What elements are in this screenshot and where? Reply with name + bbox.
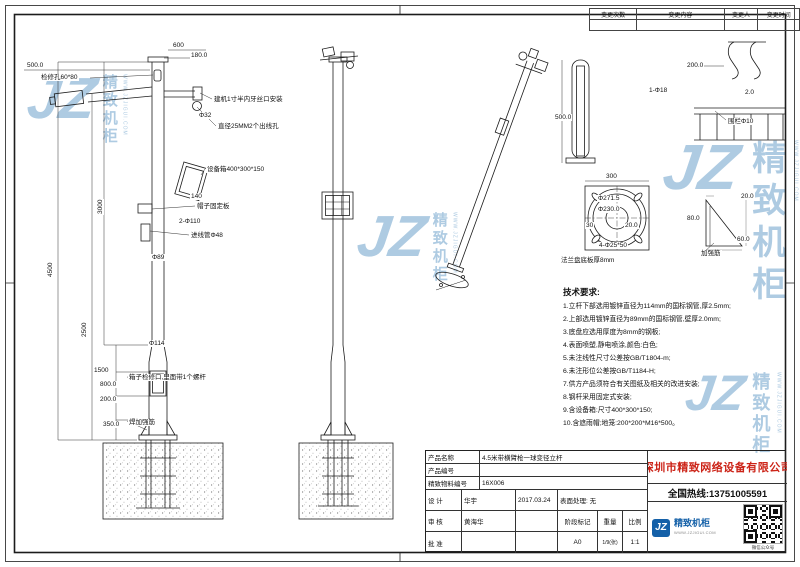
- approver-date: [516, 532, 558, 553]
- tech-requirement-item: 10.含遮雨帽;地笼:200*200*M16*500。: [563, 420, 679, 427]
- revision-col-person: 变更人: [723, 8, 759, 20]
- watermark-brand-text: 精致机柜: [746, 140, 785, 308]
- watermark-brand-text: 精致机柜: [430, 212, 448, 284]
- brand-jz-icon: JZ: [652, 518, 670, 537]
- fence-detail: [694, 107, 786, 141]
- revision-empty-row: [588, 19, 800, 31]
- product-name-value: 4.5米带横臂枪一球变径立杆: [480, 451, 648, 464]
- tech-requirements-list: 1.立杆下部选用镀锌直径为114mm的国标钢管,厚2.5mm; 2.上部选用镀锌直…: [563, 300, 793, 430]
- reviewer-label: 审 核: [426, 511, 462, 532]
- hook-detail: [727, 41, 766, 80]
- revision-header-row: 变更次数 变更内容 变更人 变更时间: [588, 8, 800, 20]
- tech-requirement-item: 8.钢杆采用固定式安装;: [563, 394, 632, 401]
- rail-detail: [561, 59, 596, 164]
- flange-detail: [584, 180, 650, 251]
- scale-value: 1:1: [623, 532, 648, 553]
- approver-name: [462, 532, 516, 553]
- tech-requirements-title: 技术要求:: [563, 287, 600, 297]
- hotline: 全国热线:13751005591: [648, 484, 787, 502]
- watermark-url-text: WWW.JZJIGUI.COM: [792, 140, 799, 202]
- designer-date: 2017.03.24: [516, 490, 558, 511]
- rib-detail: [705, 195, 747, 251]
- weight-label: 重量: [598, 511, 623, 532]
- watermark-url-text: WWW.JZJIGUI.COM: [121, 74, 128, 136]
- tech-requirement-item: 9.含设备箱:尺寸400*300*150;: [563, 407, 653, 414]
- company-name: 深圳市精致网络设备有限公司: [648, 451, 787, 484]
- stage-mark-label: 阶段标记: [558, 511, 598, 532]
- tech-requirement-item: 3.底盘应选用厚度为8mm的钢板;: [563, 329, 661, 336]
- reviewer-date: [516, 511, 558, 532]
- approver-label: 批 准: [426, 532, 462, 553]
- material-code-label: 精致物料编号: [426, 477, 480, 490]
- watermark-url-text: WWW.JZJIGUI.COM: [451, 212, 458, 274]
- revision-col-count: 变更次数: [588, 8, 638, 20]
- tech-requirement-item: 1.立杆下部选用镀锌直径为114mm的国标钢管,厚2.5mm;: [563, 303, 731, 310]
- surface-treatment: 表面处理: 无: [558, 490, 648, 511]
- qr-caption: 微信公众号: [751, 545, 775, 550]
- tilted-base-detail: [435, 271, 469, 291]
- watermark-logo: JZ 精致机柜 WWW.JZJIGUI.COM: [659, 131, 799, 308]
- revision-col-content: 变更内容: [636, 8, 725, 20]
- revision-col-time: 变更时间: [757, 8, 800, 20]
- brand-area: JZ 精致机柜 WWW.JZJIGUI.COM 微信公众号: [648, 502, 787, 553]
- qr-code: [743, 504, 783, 544]
- brand-url: WWW.JZJIGUI.COM: [674, 529, 716, 535]
- product-name-label: 产品名称: [426, 451, 480, 464]
- tech-requirements: 技术要求: 1.立杆下部选用镀锌直径为114mm的国标钢管,厚2.5mm; 2.上…: [563, 286, 793, 430]
- tech-requirement-item: 5.未注线性尺寸公差按GB/T1804-m;: [563, 355, 671, 362]
- front-view-dimensions: [24, 49, 208, 441]
- brand-name: 精致机柜: [674, 518, 711, 529]
- product-code-value: [480, 464, 648, 477]
- designer-label: 设 计: [426, 490, 462, 511]
- watermark-brand-text: 精致机柜: [750, 372, 771, 456]
- tech-requirement-item: 2.上部选用镀锌直径为89mm的国标钢管,壁厚2.0mm;: [563, 316, 721, 323]
- scale-label: 比例: [623, 511, 648, 532]
- sheet-size: A0: [558, 532, 598, 553]
- product-code-label: 产品编号: [426, 464, 480, 477]
- qr-code-block: 微信公众号: [743, 504, 783, 551]
- tech-requirement-item: 7.供方产品须符合有关图纸及相关的改进安装;: [563, 381, 700, 388]
- watermark-logo: JZ 精致机柜 WWW.JZJIGUI.COM: [682, 365, 782, 456]
- sheet-frame: [5, 5, 795, 562]
- designer-name: 华宇: [462, 490, 516, 511]
- revision-table: 变更次数 变更内容 变更人 变更时间: [588, 8, 800, 31]
- pole-tilted-view: [446, 47, 549, 273]
- tech-requirement-item: 6.未注形位公差按GB/T1184-H;: [563, 368, 656, 375]
- title-block: 产品名称 4.5米带横臂枪一球变径立杆 产品编号 精致物料编号 16X006 设…: [425, 450, 787, 553]
- watermark-url-text: WWW.JZJIGUI.COM: [775, 372, 782, 434]
- material-code-value: 16X006: [480, 477, 648, 490]
- sheet-count: 1/9(张): [598, 532, 623, 553]
- pole-side-view: [298, 46, 394, 520]
- pole-front-view: [49, 56, 224, 520]
- reviewer-name: 黄海华: [462, 511, 516, 532]
- tech-requirement-item: 4.表面喷塑,静电喷涂,颜色:白色;: [563, 342, 658, 349]
- watermark-logo: JZ 精致机柜 WWW.JZJIGUI.COM: [353, 204, 458, 284]
